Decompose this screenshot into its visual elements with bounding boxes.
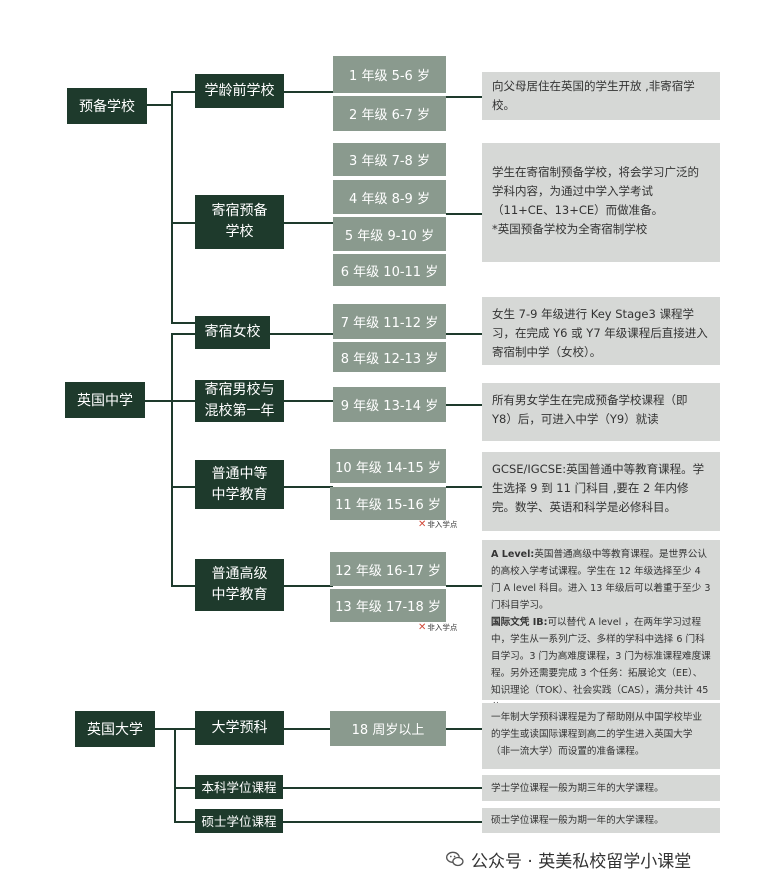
description-boarding-prep: 学生在寄宿制预备学校，将会学习广泛的学科内容，为通过中学入学考试（11+CE、1… xyxy=(482,143,720,262)
school-bachelor: 本科学位课程 xyxy=(195,775,283,799)
connector-line xyxy=(171,322,195,324)
connector-line xyxy=(446,486,482,488)
description-note: *英国预备学校为全寄宿制学校 xyxy=(492,222,648,236)
description-text: 女生 7-9 年级进行 Key Stage3 课程学习，在完成 Y6 或 Y7 … xyxy=(492,307,708,359)
connector-line xyxy=(446,404,482,406)
grade-cell: 6 年级 10-11 岁 xyxy=(333,254,446,286)
connector-line xyxy=(155,728,175,730)
ib-heading: 国际文凭 IB: xyxy=(491,617,548,628)
school-pre-prep: 学龄前学校 xyxy=(195,74,284,108)
cross-icon: ✕ xyxy=(418,621,427,633)
section-university: 英国大学 xyxy=(75,711,155,747)
description-bachelor: 学士学位课程一般为期三年的大学课程。 xyxy=(482,775,720,801)
description-boys-school: 所有男女学生在完成预备学校课程（即 Y8）后，可进入中学（Y9）就读 xyxy=(482,383,720,441)
connector-line xyxy=(446,213,482,215)
grade-cell: 18 周岁以上 xyxy=(330,711,446,746)
description-text: 一年制大学预科课程是为了帮助刚从中国学校毕业的学生或读国际课程到高二的学生进入英… xyxy=(491,712,703,757)
connector-line xyxy=(270,333,333,335)
connector-line xyxy=(171,91,195,93)
connector-line xyxy=(283,787,482,789)
school-foundation: 大学预科 xyxy=(195,711,284,745)
connector-line xyxy=(446,728,482,730)
description-text: GCSE/IGCSE:英国普通中等教育课程。学生选择 9 到 11 门科目 ,要… xyxy=(492,462,705,514)
connector-line xyxy=(446,585,482,587)
grade-cell: 1 年级 5-6 岁 xyxy=(333,56,446,93)
connector-line xyxy=(174,728,195,730)
ib-text: 可以替代 A level ，在两年学习过程中，学生从一系列广泛、多样的学科中选择… xyxy=(491,617,711,713)
school-boarding-boys-label: 寄宿男校与混校第一年 xyxy=(204,382,275,419)
connector-line xyxy=(284,91,333,93)
school-a-level: 普通高级中学教育 xyxy=(195,559,284,611)
non-entry-note: ✕非入学点 xyxy=(418,518,478,530)
connector-line xyxy=(284,222,333,224)
a-level-text: 英国普通高级中等教育课程。是世界公认的高校入学考试课程。学生在 12 年级选择至… xyxy=(491,549,711,611)
school-a-level-label: 普通高级中学教育 xyxy=(211,566,268,603)
connector-line xyxy=(283,821,482,823)
grade-cell: 4 年级 8-9 岁 xyxy=(333,180,446,214)
connector-line xyxy=(174,821,195,823)
wechat-icon xyxy=(446,851,464,867)
grade-cell: 3 年级 7-8 岁 xyxy=(333,143,446,176)
section-prep-school: 预备学校 xyxy=(67,88,147,124)
description-text: 国际文凭 IB:可以替代 A level ，在两年学习过程中，学生从一系列广泛、… xyxy=(491,614,711,716)
description-text: 学生在寄宿制预备学校，将会学习广泛的学科内容，为通过中学入学考试（11+CE、1… xyxy=(492,165,699,217)
school-gcse-label: 普通中等中学教育 xyxy=(211,465,268,503)
school-boarding-prep: 寄宿预备学校 xyxy=(195,195,284,249)
description-gcse: GCSE/IGCSE:英国普通中等教育课程。学生选择 9 到 11 门科目 ,要… xyxy=(482,452,720,531)
connector-line xyxy=(147,104,172,106)
connector-line xyxy=(174,728,176,822)
grade-cell: 12 年级 16-17 岁 xyxy=(330,552,446,586)
description-pre-prep: 向父母居住在英国的学生开放 ,非寄宿学校。 xyxy=(482,72,720,120)
section-secondary-school: 英国中学 xyxy=(65,382,145,418)
description-foundation: 一年制大学预科课程是为了帮助刚从中国学校毕业的学生或读国际课程到高二的学生进入英… xyxy=(482,703,720,769)
description-text: A Level:英国普通高级中等教育课程。是世界公认的高校入学考试课程。学生在 … xyxy=(491,546,711,614)
grade-cell: 11 年级 15-16 岁 xyxy=(330,487,446,520)
connector-line xyxy=(171,333,195,335)
cross-icon: ✕ xyxy=(418,518,427,530)
connector-line xyxy=(284,486,333,488)
connector-line xyxy=(145,400,172,402)
school-master: 硕士学位课程 xyxy=(195,809,283,833)
connector-line xyxy=(174,787,195,789)
grade-cell: 13 年级 17-18 岁 xyxy=(330,589,446,622)
description-text: 所有男女学生在完成预备学校课程（即 Y8）后，可进入中学（Y9）就读 xyxy=(492,393,688,426)
watermark-text: 公众号 · 英美私校留学小课堂 xyxy=(471,851,692,872)
connector-line xyxy=(171,333,173,586)
non-entry-note: ✕非入学点 xyxy=(418,621,478,633)
grade-cell: 9 年级 13-14 岁 xyxy=(333,387,446,422)
description-girls-school: 女生 7-9 年级进行 Key Stage3 课程学习，在完成 Y6 或 Y7 … xyxy=(482,297,720,365)
grade-cell: 8 年级 12-13 岁 xyxy=(333,342,446,372)
connector-line xyxy=(284,400,333,402)
description-text: 学士学位课程一般为期三年的大学课程。 xyxy=(491,782,664,794)
grade-cell: 5 年级 9-10 岁 xyxy=(333,217,446,251)
description-text: 向父母居住在英国的学生开放 ,非寄宿学校。 xyxy=(492,79,695,112)
connector-line xyxy=(446,333,482,335)
connector-line xyxy=(171,222,195,224)
grade-cell: 2 年级 6-7 岁 xyxy=(333,96,446,131)
a-level-heading: A Level: xyxy=(491,549,535,560)
grade-cell: 10 年级 14-15 岁 xyxy=(330,449,446,483)
connector-line xyxy=(171,585,195,587)
connector-line xyxy=(171,400,195,402)
watermark: 公众号 · 英美私校留学小课堂 xyxy=(445,845,775,873)
non-entry-note-text: 非入学点 xyxy=(427,622,458,632)
connector-line xyxy=(284,585,333,587)
connector-line xyxy=(171,486,195,488)
description-master: 硕士学位课程一般为期一年的大学课程。 xyxy=(482,808,720,833)
grade-cell: 7 年级 11-12 岁 xyxy=(333,304,446,339)
school-boarding-boys: 寄宿男校与混校第一年 xyxy=(195,380,284,422)
school-gcse: 普通中等中学教育 xyxy=(195,460,284,509)
connector-line xyxy=(446,96,482,98)
non-entry-note-text: 非入学点 xyxy=(427,519,458,529)
school-boarding-girls: 寄宿女校 xyxy=(195,316,270,349)
description-text: 硕士学位课程一般为期一年的大学课程。 xyxy=(491,815,664,826)
connector-line xyxy=(284,728,333,730)
description-a-level-ib: A Level:英国普通高级中等教育课程。是世界公认的高校入学考试课程。学生在 … xyxy=(482,540,720,713)
connector-line xyxy=(171,91,173,323)
school-boarding-prep-label: 寄宿预备学校 xyxy=(211,203,268,240)
